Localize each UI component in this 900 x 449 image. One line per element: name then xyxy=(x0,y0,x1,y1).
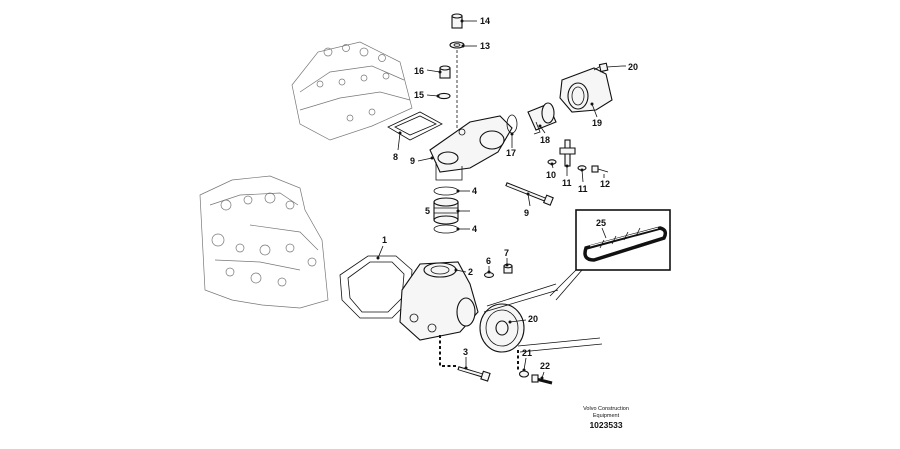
cylinder-head-outline xyxy=(291,41,413,141)
document-number: 1023533 xyxy=(589,420,622,430)
callout-7: 7 xyxy=(504,248,509,258)
callout-5: 5 xyxy=(425,206,430,216)
bolt-part xyxy=(531,374,553,385)
callout-9: 9 xyxy=(410,156,415,166)
pump-bolt-part xyxy=(457,366,491,382)
plug-part xyxy=(451,13,463,29)
housing-gasket-part xyxy=(387,111,443,141)
callout-20: 19 xyxy=(592,118,602,128)
brand-line-1: Volvo Construction xyxy=(583,406,629,412)
callout-2: 2 xyxy=(468,267,473,277)
brand-line-2: Equipment xyxy=(593,413,620,419)
callout-24: 22 xyxy=(540,361,550,371)
callout-23: 21 xyxy=(522,348,532,358)
brand-block: Volvo Construction Equipment 1023533 xyxy=(583,406,629,430)
callout-18: 17 xyxy=(506,148,516,158)
water-pump-part xyxy=(399,261,479,341)
sleeve-part xyxy=(433,197,459,225)
bolt-part xyxy=(591,165,609,173)
v-belt-part xyxy=(483,283,603,353)
thermostat-part xyxy=(527,102,557,135)
belt-detail-box xyxy=(549,209,671,301)
o-ring-part xyxy=(433,186,459,196)
callout-10: 9 xyxy=(524,208,529,218)
pulley-part xyxy=(479,303,525,353)
bolt-part xyxy=(598,62,623,73)
long-bolt-part xyxy=(505,182,554,206)
callout-16: 15 xyxy=(414,90,424,100)
callout-4b: 4 xyxy=(472,224,477,234)
thermostat-housing-part xyxy=(429,115,513,181)
callout-19: 18 xyxy=(540,135,550,145)
callout-25: 25 xyxy=(596,218,606,228)
o-ring-part xyxy=(433,224,459,234)
callout-11b: 11 xyxy=(578,184,588,194)
callout-21: 20 xyxy=(628,62,638,72)
callout-11a: 10 xyxy=(546,170,556,180)
thermostat-cover-part xyxy=(559,63,613,113)
washer-part xyxy=(449,41,465,49)
fitting-part xyxy=(559,139,576,167)
callout-labels: 14 13 16 15 20 19 18 17 8 9 10 11 11 12 … xyxy=(382,16,638,371)
callout-17: 16 xyxy=(414,66,424,76)
leader-lines xyxy=(376,19,626,380)
callout-13: 12 xyxy=(600,179,610,189)
callout-1: 1 xyxy=(382,235,387,245)
callout-8: 8 xyxy=(393,152,398,162)
callout-15: 14 xyxy=(480,16,490,26)
callout-22: 20 xyxy=(528,314,538,324)
washer-part xyxy=(518,370,530,378)
callout-14: 13 xyxy=(480,41,490,51)
callout-6: 6 xyxy=(486,256,491,266)
engine-block-outline xyxy=(199,175,329,309)
callout-3: 3 xyxy=(463,347,468,357)
washer-part xyxy=(437,92,451,100)
callout-4a: 4 xyxy=(472,186,477,196)
callout-12: 11 xyxy=(562,178,572,188)
